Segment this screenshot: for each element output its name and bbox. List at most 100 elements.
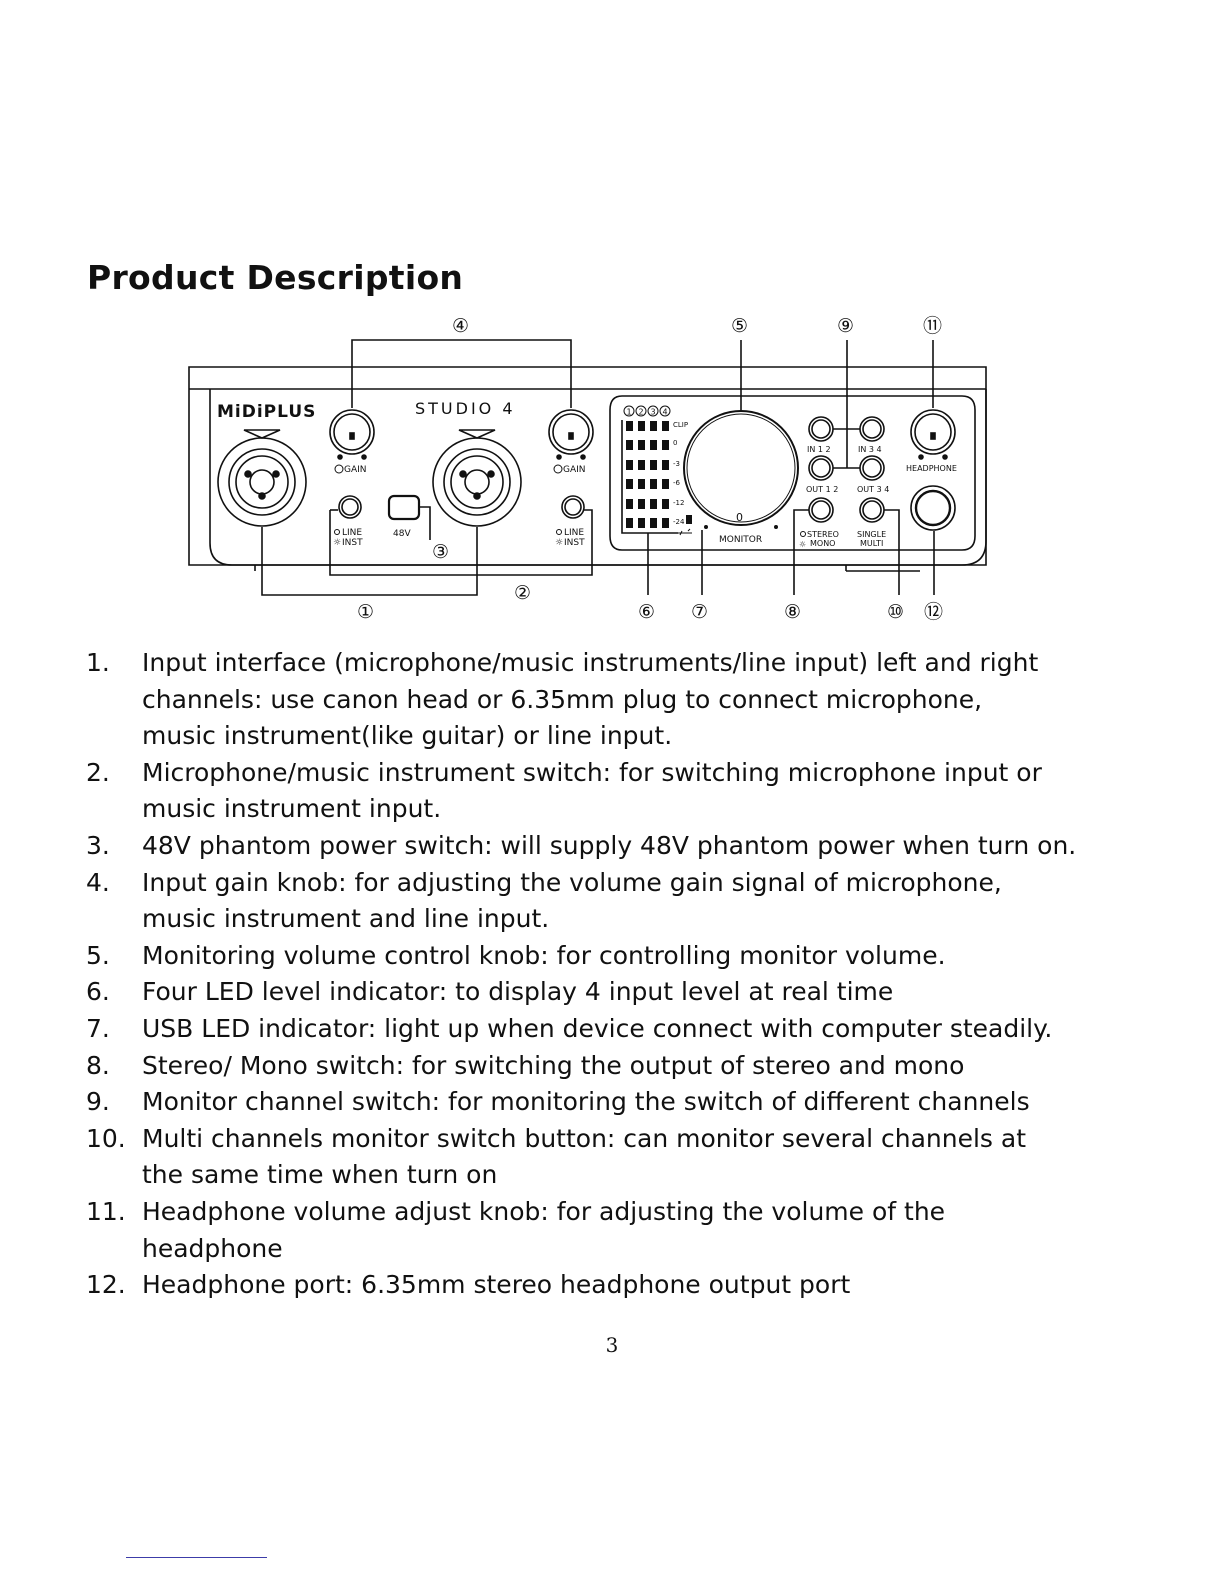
list-item: 10.Multi channels monitor switch button:… xyxy=(86,1121,1146,1194)
meter-6-label: -6 xyxy=(673,479,681,487)
gain-knob-2 xyxy=(548,409,594,460)
list-item-text-line: Four LED level indicator: to display 4 i… xyxy=(142,977,894,1007)
meter-led xyxy=(626,518,633,528)
list-item-text-line: Monitor channel switch: for monitoring t… xyxy=(142,1087,1030,1117)
product-front-panel-diagram: MiDiPLUS STUDIO 4 GAIN GAIN LINE INST ☼ … xyxy=(188,315,987,623)
list-item: 12.Headphone port: 6.35mm stereo headpho… xyxy=(86,1267,1146,1304)
line-inst-switch-2 xyxy=(561,495,585,519)
meter-led xyxy=(662,421,669,431)
list-item-text-line: Headphone volume adjust knob: for adjust… xyxy=(142,1196,946,1226)
gain-1-label: GAIN xyxy=(344,465,367,475)
in12-label: IN 1 2 xyxy=(807,445,831,454)
list-item: 9. Monitor channel switch: for monitoring… xyxy=(86,1084,1146,1121)
callout-4: ④ xyxy=(452,315,469,337)
list-item: 5.Monitoring volume control knob: for co… xyxy=(86,938,1146,975)
callout-11: ⑪ xyxy=(923,315,942,337)
list-item-number: 11. xyxy=(86,1196,126,1226)
meter-led xyxy=(650,421,657,431)
meter-led xyxy=(662,479,669,489)
svg-text:4: 4 xyxy=(663,408,668,417)
meter-led xyxy=(626,479,633,489)
meter-led xyxy=(650,518,657,528)
meter-led xyxy=(650,460,657,470)
svg-text:☼: ☼ xyxy=(555,538,563,548)
list-item-number: 10. xyxy=(86,1123,126,1153)
meter-led xyxy=(626,460,633,470)
list-item: 3.48V phantom power switch: will supply … xyxy=(86,828,1146,865)
monitor-zero-mark: 0 xyxy=(736,511,743,524)
combo-input-jack-2 xyxy=(432,429,522,527)
list-item-text-line: Input gain knob: for adjusting the volum… xyxy=(142,867,1002,897)
callout-6: ⑥ xyxy=(638,601,655,623)
single-multi-button xyxy=(859,497,885,523)
list-item-number: 4. xyxy=(86,867,110,897)
stereo-label: STEREO xyxy=(807,530,839,539)
meter-led xyxy=(638,460,645,470)
list-item-text-line: music instrument and line input. xyxy=(142,904,550,934)
meter-0-label: 0 xyxy=(673,439,677,447)
monitor-label: MONITOR xyxy=(719,535,762,545)
list-item-text-line: music instrument(like guitar) or line in… xyxy=(142,721,673,751)
svg-text:☼: ☼ xyxy=(333,538,341,548)
meter-led xyxy=(662,499,669,509)
list-item-number: 9. xyxy=(86,1087,110,1117)
meter-led xyxy=(662,518,669,528)
meter-3-label: -3 xyxy=(673,460,680,468)
list-item-number: 1. xyxy=(86,648,110,677)
headphone-jack xyxy=(910,485,956,531)
list-item: 8.Stereo/ Mono switch: for switching the… xyxy=(86,1048,1146,1085)
list-item-number: 7. xyxy=(86,1013,110,1043)
line-1-label: LINE xyxy=(342,528,362,538)
meter-led xyxy=(638,499,645,509)
callout-7: ⑦ xyxy=(691,601,708,623)
callout-8: ⑧ xyxy=(784,601,801,623)
page-number: 3 xyxy=(605,1333,619,1357)
line-2-label: LINE xyxy=(564,528,584,538)
headphone-volume-knob xyxy=(910,409,956,460)
meter-led xyxy=(638,518,645,528)
footnote-rule xyxy=(126,1557,267,1558)
meter-24-label: -24 xyxy=(673,518,685,526)
usb-led xyxy=(686,515,692,524)
meter-clip-label: CLIP xyxy=(673,421,688,429)
meter-led xyxy=(638,421,645,431)
gain-knob-1 xyxy=(329,409,375,460)
inst-2-label: INST xyxy=(564,538,585,548)
meter-12-label: -12 xyxy=(673,499,684,507)
in34-label: IN 3 4 xyxy=(858,445,882,454)
list-item-text-line: the same time when turn on xyxy=(142,1160,498,1190)
callout-5: ⑤ xyxy=(731,315,748,337)
list-item: 6.Four LED level indicator: to display 4… xyxy=(86,974,1146,1011)
usb-icon xyxy=(678,528,692,536)
chassis-outline xyxy=(188,366,987,566)
callout-12: ⑫ xyxy=(924,601,943,623)
monitor-section-panel xyxy=(609,395,976,551)
headphone-label: HEADPHONE xyxy=(906,464,957,473)
list-item: 7.USB LED indicator: light up when devic… xyxy=(86,1011,1146,1048)
monitor-volume-knob xyxy=(683,410,799,526)
meter-led xyxy=(662,460,669,470)
svg-text:3: 3 xyxy=(651,408,656,417)
line-inst-switch-1 xyxy=(338,495,362,519)
svg-text:1: 1 xyxy=(627,408,632,417)
meter-led xyxy=(626,440,633,450)
list-item-text-line: Microphone/music instrument switch: for … xyxy=(142,757,1042,787)
meter-led xyxy=(650,440,657,450)
meter-led xyxy=(650,479,657,489)
callout-leader-lines xyxy=(261,339,935,596)
list-item-text-line: Stereo/ Mono switch: for switching the o… xyxy=(142,1050,965,1080)
list-item-text-line: music instrument input. xyxy=(142,794,442,824)
in-1-2-button xyxy=(808,416,834,442)
list-item-text-line: Input interface (microphone/music instru… xyxy=(142,648,1039,677)
single-label: SINGLE xyxy=(857,530,886,539)
callout-1: ① xyxy=(357,601,374,623)
callout-10: ⑩ xyxy=(887,601,904,623)
list-item: 2.Microphone/music instrument switch: fo… xyxy=(86,755,1146,828)
svg-text:☼: ☼ xyxy=(799,540,806,549)
callout-9: ⑨ xyxy=(837,315,854,337)
combo-input-jack-1 xyxy=(217,429,307,527)
list-item-text-line: channels: use canon head or 6.35mm plug … xyxy=(142,684,983,714)
meter-led xyxy=(626,421,633,431)
multi-label: MULTI xyxy=(860,539,883,548)
meter-led xyxy=(638,440,645,450)
